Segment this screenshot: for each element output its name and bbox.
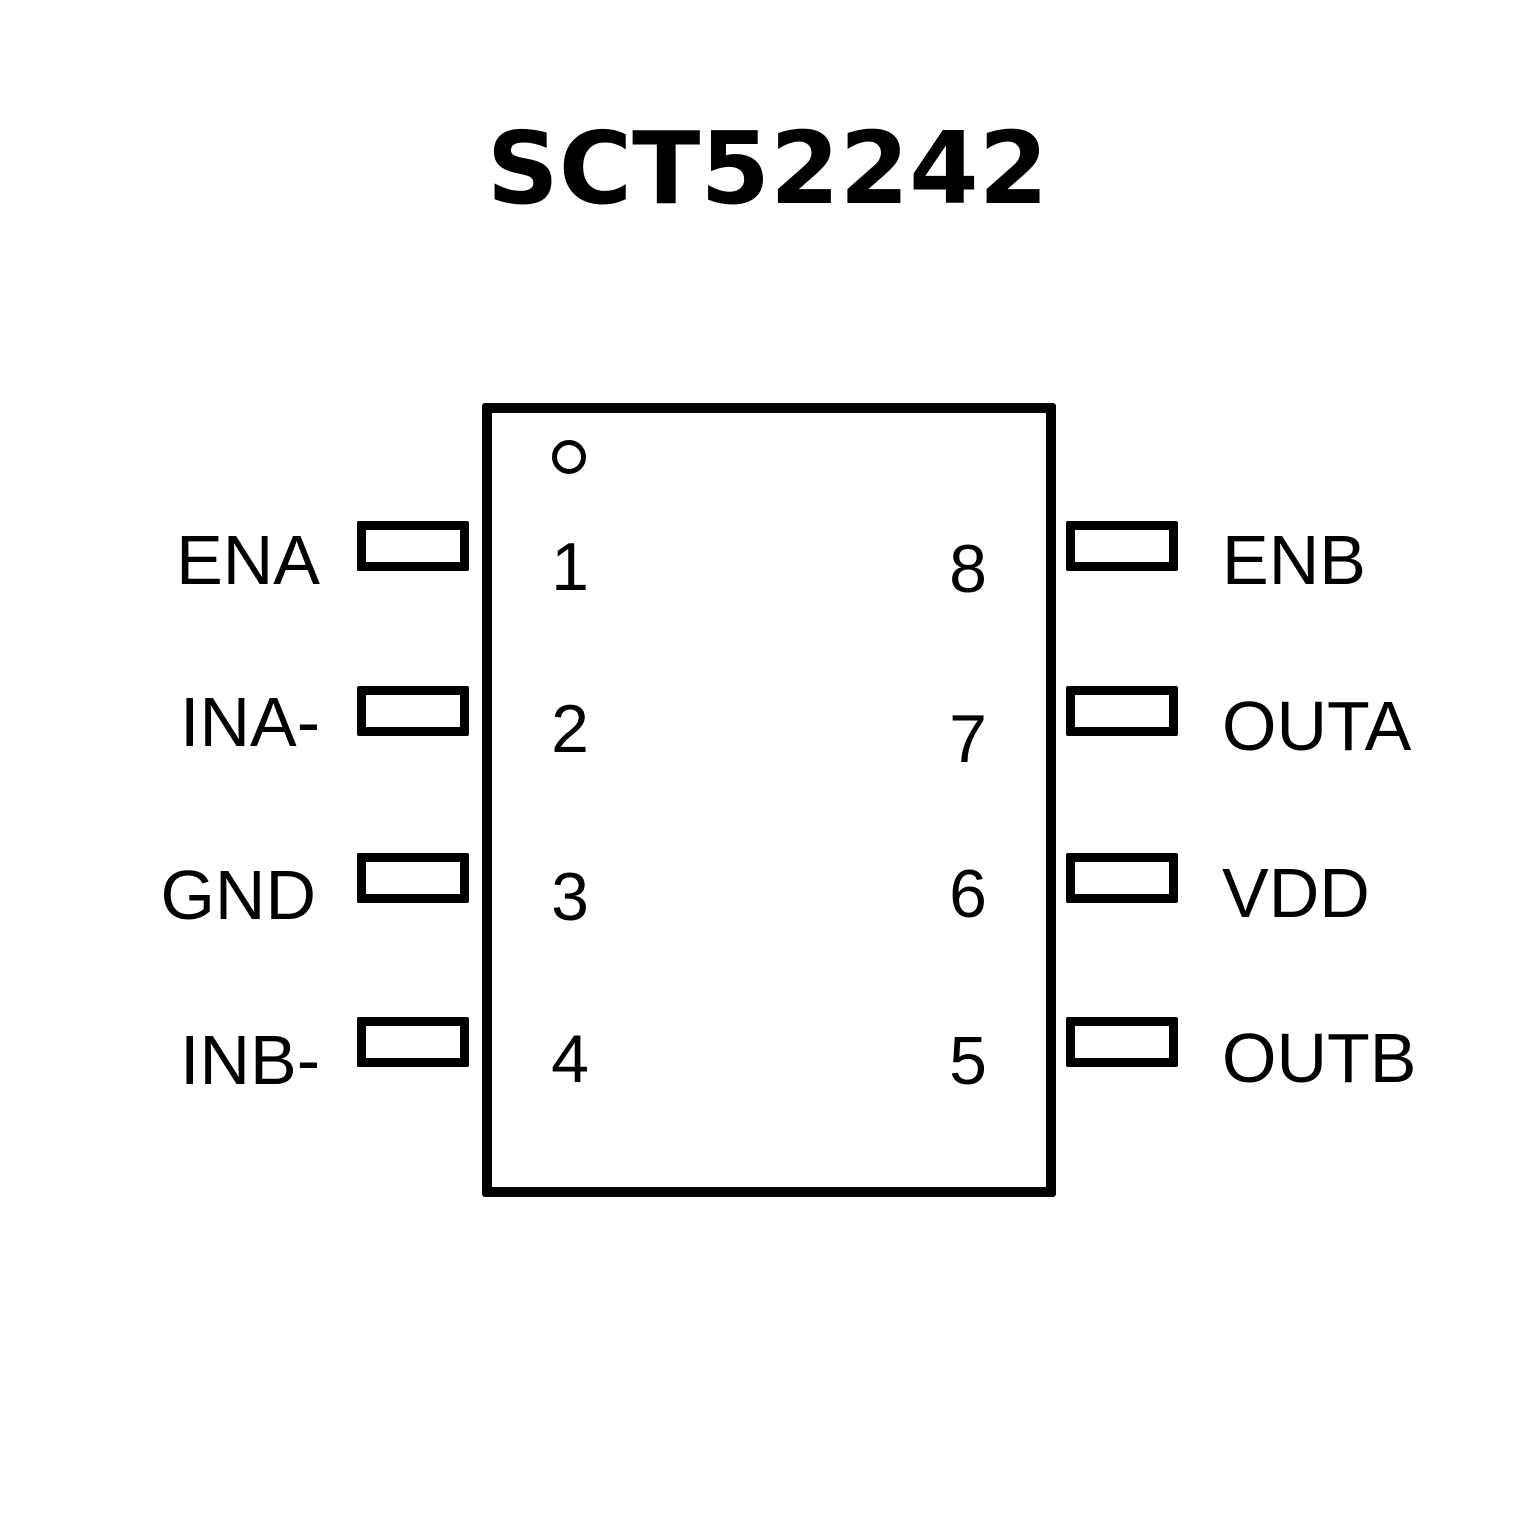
pin-lead-5 [1066,1017,1178,1067]
pin-number: 7 [949,701,987,777]
pin-label: VDD [1222,854,1370,932]
pin-number: 3 [551,859,589,935]
pin-lead-3 [357,853,469,903]
pin1-indicator-icon [552,440,586,474]
pin-label: ENA [176,521,320,599]
ic-package-body [482,403,1056,1197]
pin-lead-1 [357,521,469,571]
pin-lead-8 [1066,521,1178,571]
pin-label: OUTA [1222,687,1412,765]
pin-lead-6 [1066,853,1178,903]
pin-lead-7 [1066,686,1178,736]
pin-label: INA- [180,683,320,761]
chip-title: SCT52242 [486,110,1049,227]
pin-lead-4 [357,1017,469,1067]
pin-label: ENB [1222,521,1366,599]
pin-number: 5 [949,1023,987,1099]
pin-label: GND [160,856,316,934]
pin-number: 4 [551,1021,589,1097]
pin-lead-2 [357,686,469,736]
pin-label: OUTB [1222,1019,1417,1097]
pin-number: 2 [551,691,589,767]
pin-number: 6 [949,856,987,932]
pin-label: INB- [180,1021,320,1099]
pin-number: 8 [949,531,987,607]
pin-number: 1 [551,529,589,605]
